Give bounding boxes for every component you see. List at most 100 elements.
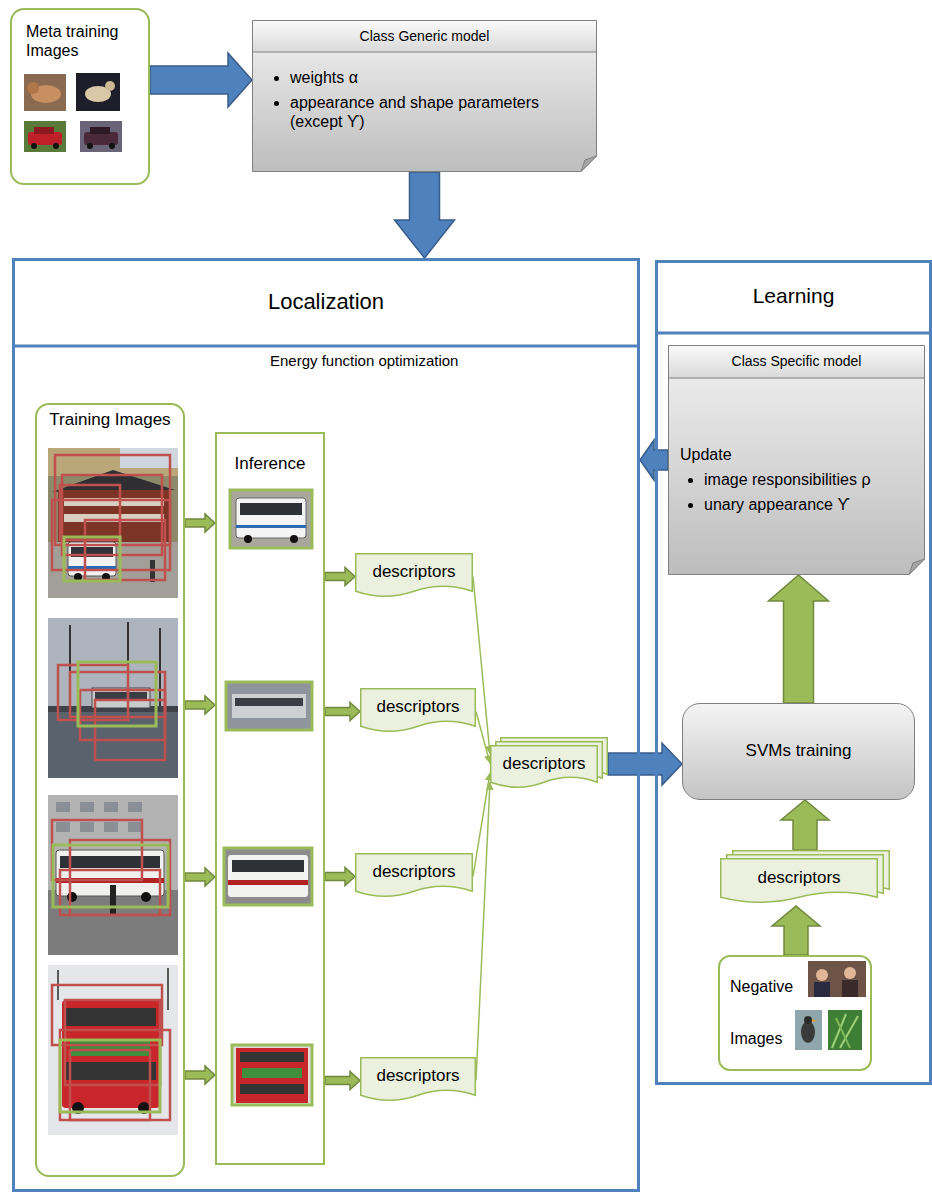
candidate-box — [58, 665, 165, 760]
descriptor-label: descriptors — [360, 1066, 476, 1086]
block-arrow — [185, 514, 215, 532]
candidate-box — [70, 840, 170, 915]
thumbnail-image — [31, 143, 37, 149]
node-shape — [356, 854, 473, 897]
training-photo — [128, 802, 142, 812]
node-shape — [361, 689, 476, 732]
candidate-box — [52, 985, 162, 1045]
candidate-box — [52, 985, 170, 1120]
thumbnail-image — [34, 127, 54, 134]
box-label: Training Images — [37, 410, 183, 430]
descriptor-stack: descriptors — [490, 737, 608, 791]
block-arrow — [395, 172, 455, 258]
descriptor-stack: descriptors — [720, 850, 890, 906]
box-label: Negative Images — [730, 961, 802, 1065]
descriptor-label: descriptors — [360, 697, 476, 717]
selected-box — [78, 662, 156, 726]
crop-image — [290, 535, 298, 543]
training-photo — [48, 618, 178, 778]
training-photo — [48, 965, 178, 1135]
thumbnail-image — [828, 1010, 862, 1050]
training-photo — [70, 1040, 150, 1056]
candidate-box — [85, 520, 165, 580]
image-set-box: Training Images — [35, 403, 185, 1177]
crop-image — [224, 848, 312, 905]
crop-image — [224, 848, 312, 905]
crop-image — [236, 498, 306, 538]
crop-image — [240, 1052, 304, 1062]
block-arrow — [781, 800, 829, 850]
descriptor-label: descriptors — [355, 562, 473, 582]
node-shape — [217, 434, 323, 1163]
thumbnail-image — [24, 121, 66, 152]
crop-image — [226, 682, 312, 730]
crop-image — [240, 503, 302, 515]
node-shape — [253, 52, 597, 53]
training-photo — [48, 618, 178, 778]
candidate-box — [80, 690, 165, 740]
box-label: Meta training Images — [26, 22, 141, 60]
candidate-box — [58, 665, 128, 720]
node-shape — [356, 554, 473, 597]
thumbnail-image — [27, 82, 39, 94]
crop-image — [230, 490, 312, 548]
training-photo — [110, 885, 116, 915]
box-label: Inference — [217, 454, 323, 474]
inference-box: Inference — [215, 432, 325, 1165]
crop-image — [240, 1084, 304, 1094]
candidate-box — [52, 820, 170, 915]
training-photo — [48, 965, 178, 1135]
training-photo — [66, 1008, 156, 1026]
thin-arrow — [476, 712, 490, 764]
node-shape — [491, 746, 598, 788]
training-photo — [52, 470, 175, 492]
crop-image — [232, 694, 306, 718]
training-photo — [56, 802, 70, 812]
candidate-box — [70, 1050, 150, 1120]
thumbnail-image — [109, 143, 115, 149]
training-photo — [104, 802, 118, 812]
thumbnail-image — [90, 127, 110, 134]
thumbnail-image — [795, 1010, 822, 1050]
block-arrow — [640, 440, 668, 480]
training-photo — [104, 822, 118, 832]
block-arrow — [325, 568, 355, 586]
descriptor-doc: descriptors — [355, 853, 473, 900]
training-photo — [56, 822, 70, 832]
descriptor-label: descriptors — [355, 862, 473, 882]
crop-image — [236, 1048, 308, 1103]
thumbnail-image — [816, 969, 828, 981]
thumbnail-image — [808, 961, 866, 997]
bullet-item: weights α — [290, 68, 560, 87]
thumbnail-image — [105, 81, 115, 91]
thumbnail-image — [844, 967, 856, 979]
box-heading: Class Generic model — [252, 28, 597, 45]
block-arrow — [150, 53, 252, 107]
crop-image — [236, 525, 306, 528]
thumbnail-image — [24, 74, 66, 111]
bullet-item: appearance and shape parameters (except … — [290, 93, 560, 131]
block-arrow — [185, 696, 215, 714]
node-shape — [669, 346, 925, 575]
thumbnail-image — [76, 73, 120, 111]
crop-image — [232, 1045, 312, 1105]
descriptor-doc: descriptors — [355, 553, 473, 600]
bullet-item: unary appearance ϒ — [704, 495, 909, 514]
crop-image — [226, 682, 312, 730]
training-photo — [128, 822, 142, 832]
thumbnail-image — [80, 121, 122, 152]
thumbnail-image — [24, 74, 66, 111]
thumbnail-image — [87, 143, 93, 149]
thumbnail-image — [53, 143, 59, 149]
node-shape — [15, 345, 637, 348]
crop-image — [228, 880, 308, 885]
block-arrow — [325, 1072, 360, 1090]
training-photo — [60, 856, 160, 868]
thin-arrow — [473, 577, 490, 755]
descriptor-doc: descriptors — [360, 688, 476, 735]
candidate-box — [62, 475, 162, 555]
crop-image — [224, 848, 312, 905]
training-photo — [62, 1000, 160, 1108]
block-arrow — [185, 1066, 215, 1084]
